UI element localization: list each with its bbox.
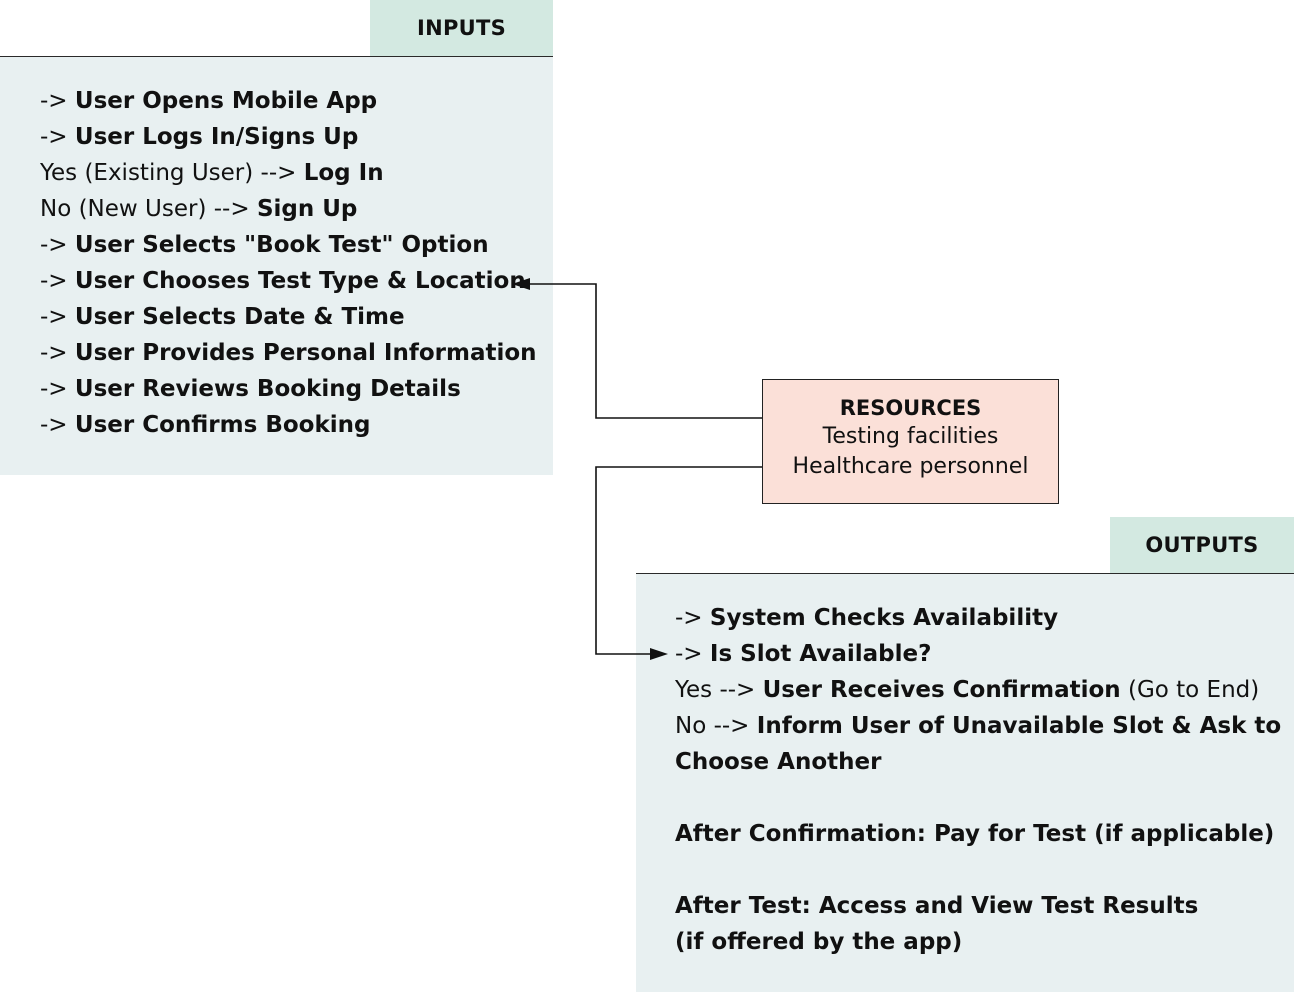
resource-item: Testing facilities — [822, 424, 999, 449]
outputs-line: After Confirmation: Pay for Test (if app… — [675, 821, 1275, 847]
outputs-line — [675, 852, 1281, 888]
inputs-divider — [0, 56, 553, 57]
inputs-line: No (New User) --> Sign Up — [40, 196, 358, 222]
inputs-list: -> User Opens Mobile App -> User Logs In… — [40, 83, 537, 443]
inputs-line: -> User Logs In/Signs Up — [40, 124, 359, 150]
outputs-line: No --> Inform User of Unavailable Slot &… — [675, 713, 1282, 739]
inputs-line: -> User Confirms Booking — [40, 412, 371, 438]
inputs-line: Yes (Existing User) --> Log In — [40, 160, 384, 186]
outputs-line: -> System Checks Availability — [675, 605, 1059, 631]
resources-to-inputs-connector — [528, 283, 762, 419]
outputs-line — [675, 780, 1281, 816]
outputs-line: Choose Another — [675, 749, 882, 775]
resource-item: Healthcare personnel — [792, 454, 1029, 479]
outputs-line: -> Is Slot Available? — [675, 641, 932, 667]
inputs-line: -> User Chooses Test Type & Location — [40, 268, 526, 294]
outputs-line: (if offered by the app) — [675, 929, 963, 955]
inputs-line: -> User Selects "Book Test" Option — [40, 232, 489, 258]
resources-title: RESOURCES — [839, 396, 982, 420]
inputs-line: -> User Selects Date & Time — [40, 304, 405, 330]
resources-box: RESOURCES Testing facilities Healthcare … — [762, 379, 1059, 504]
outputs-list: -> System Checks Availability -> Is Slot… — [675, 600, 1281, 960]
inputs-line: -> User Provides Personal Information — [40, 340, 537, 366]
outputs-line: After Test: Access and View Test Results — [675, 893, 1199, 919]
outputs-line: Yes --> User Receives Confirmation (Go t… — [675, 677, 1260, 703]
outputs-divider — [636, 573, 1294, 574]
outputs-tab: OUTPUTS — [1110, 517, 1294, 573]
inputs-title: INPUTS — [416, 16, 507, 40]
inputs-line: -> User Reviews Booking Details — [40, 376, 461, 402]
inputs-panel — [0, 57, 553, 475]
inputs-tab: INPUTS — [370, 0, 553, 56]
inputs-line: -> User Opens Mobile App — [40, 88, 378, 114]
outputs-title: OUTPUTS — [1145, 533, 1259, 557]
